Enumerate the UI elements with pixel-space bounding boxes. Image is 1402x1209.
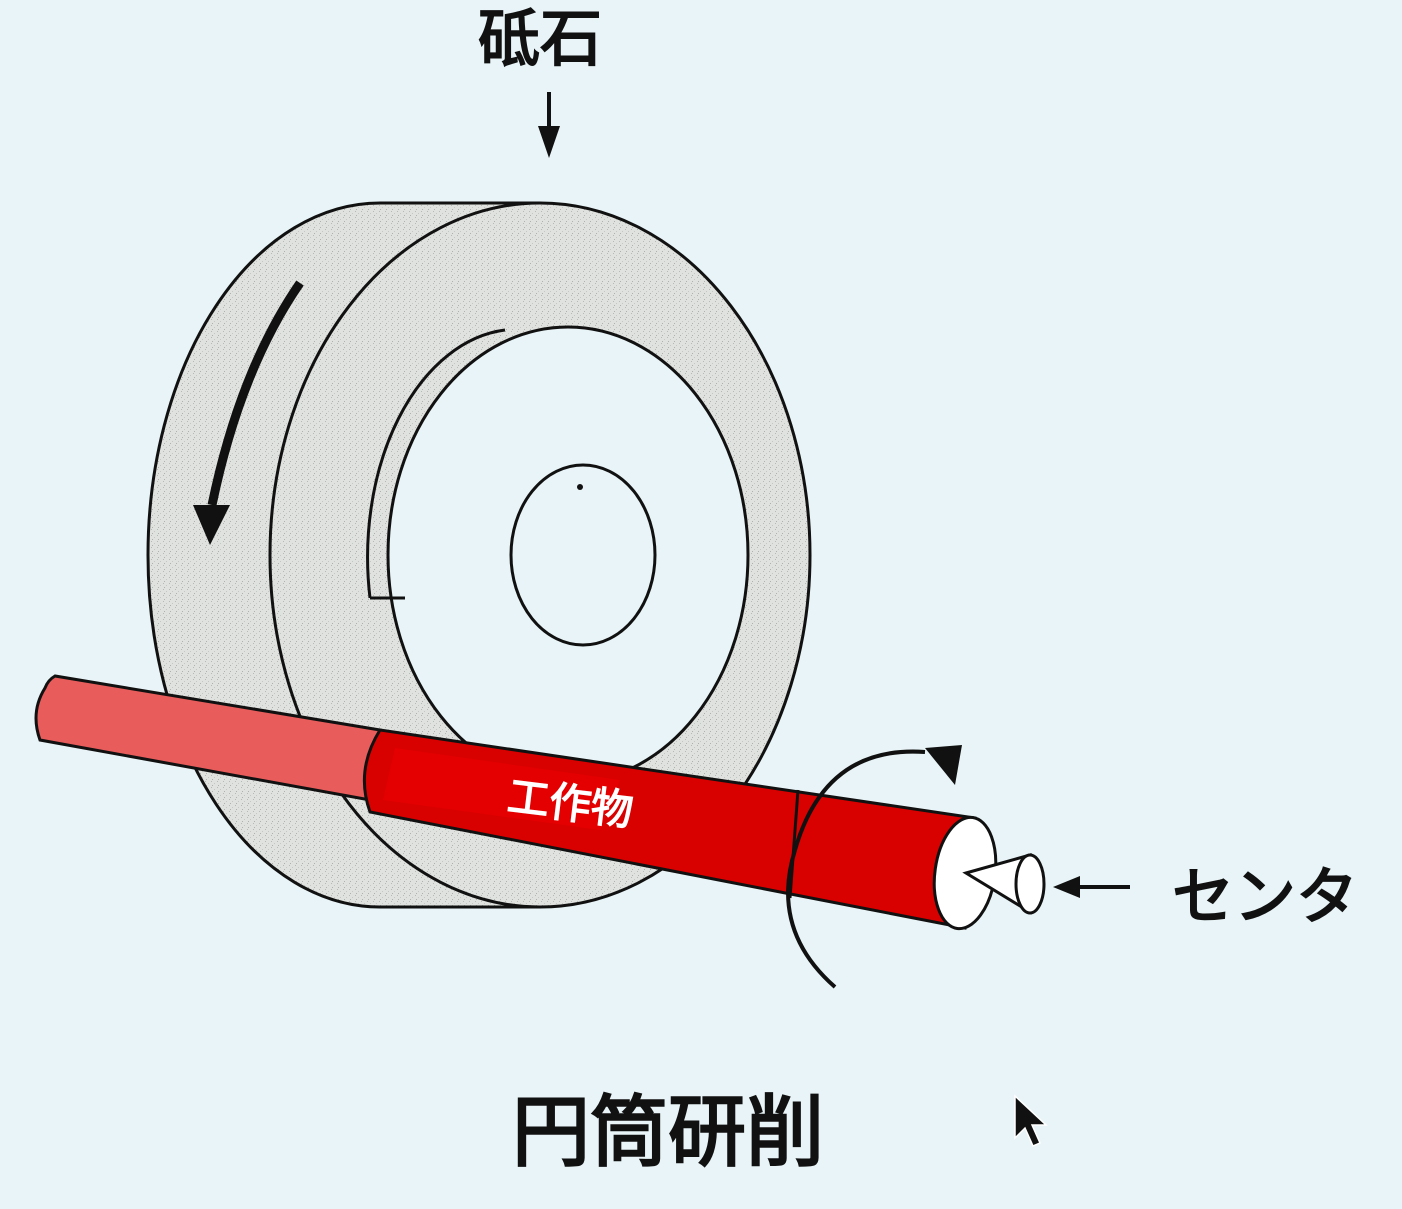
workpiece-rotation-arrow (786, 745, 962, 989)
diagram-title: 円筒研削 (512, 1088, 825, 1178)
center-cone (962, 853, 1046, 915)
wheel-rotation-arrow (193, 280, 304, 545)
mouse-pointer-icon (1014, 1094, 1048, 1147)
center-label: センタ (1172, 860, 1359, 933)
center-arrow (1053, 876, 1130, 898)
wheel-label-arrow (538, 92, 560, 158)
wheel-hub-hole (509, 463, 657, 647)
grinding-wheel-label: 砥石 (478, 2, 603, 75)
